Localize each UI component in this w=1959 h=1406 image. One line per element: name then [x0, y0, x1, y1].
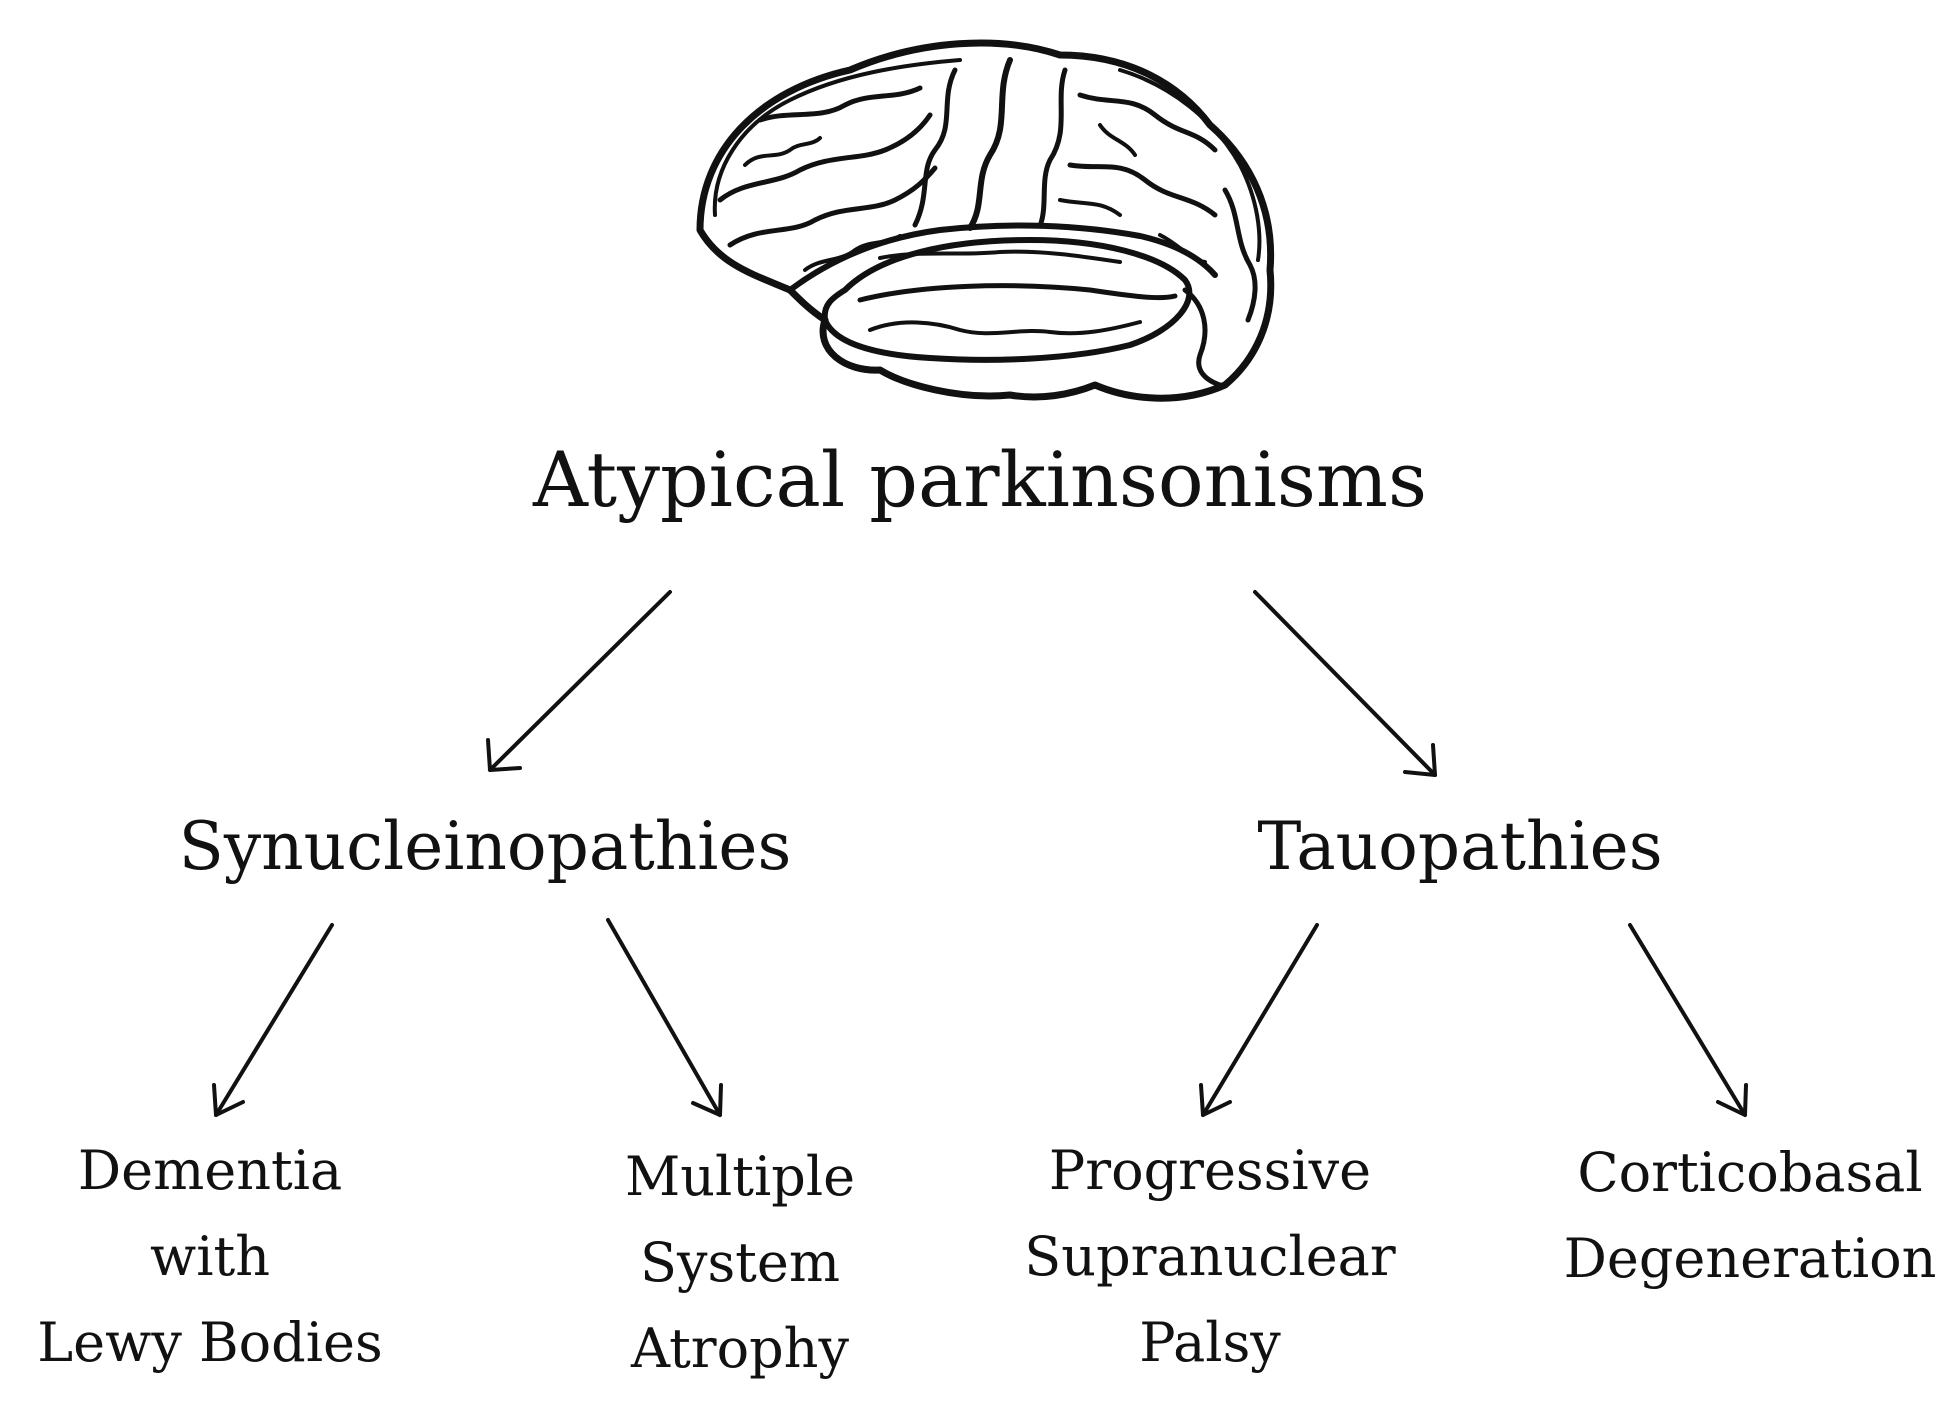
leaf-line: Degeneration	[1563, 1227, 1937, 1290]
central-sulcus	[967, 57, 1013, 231]
frontal-fold-1	[743, 136, 822, 167]
leaf-line: Progressive	[1048, 1139, 1372, 1202]
parietal-gyrus-2	[1067, 162, 1218, 218]
brain-inner-contour	[712, 58, 962, 217]
temporal-sulcus	[857, 283, 1178, 303]
frontal-gyrus-1	[717, 112, 933, 203]
temporal-fold-2	[878, 249, 1122, 264]
arrow-synucleinopathies-to-dlb	[212, 923, 334, 1117]
leaf-line: Multiple	[624, 1145, 856, 1208]
occipital-gyrus-1	[1222, 187, 1258, 323]
root-label-atypical-parkinsonisms: Atypical parkinsonisms	[532, 435, 1427, 524]
leaf-line: with	[150, 1225, 270, 1288]
temporal-fold-1	[868, 320, 1142, 336]
leaf-label-multiple-system-atrophy: Multiple System Atrophy	[540, 1134, 940, 1392]
frontal-gyrus-2	[727, 165, 938, 248]
lateral-fissure	[787, 222, 1218, 293]
parietal-gyrus-1	[1077, 92, 1218, 153]
leaf-label-progressive-supranuclear-palsy: Progressive Supranuclear Palsy	[1000, 1128, 1420, 1386]
leaf-line: System	[639, 1231, 841, 1294]
arrow-tauopathies-to-cbd	[1628, 923, 1748, 1117]
leaf-line: Lewy Bodies	[37, 1311, 383, 1374]
brain-outline	[696, 39, 1275, 402]
occipital-gyrus-2	[1182, 287, 1223, 388]
leaf-label-corticobasal-degeneration: Corticobasal Degeneration	[1540, 1130, 1959, 1302]
frontal-fold-2	[803, 234, 902, 272]
postcentral-sulcus	[1037, 67, 1068, 229]
leaf-line: Dementia	[77, 1139, 343, 1202]
temporal-lobe	[821, 237, 1193, 363]
parietal-fold-1	[1098, 123, 1137, 157]
occipital-fold	[1158, 233, 1207, 264]
arrow-tauopathies-to-psp	[1199, 923, 1319, 1117]
leaf-line: Supranuclear	[1024, 1225, 1396, 1288]
branch-label-tauopathies: Tauopathies	[1257, 808, 1663, 885]
arrow-synucleinopathies-to-msa	[606, 918, 723, 1117]
precentral-sulcus	[912, 67, 958, 228]
leaf-label-dementia-with-lewy-bodies: Dementia with Lewy Bodies	[10, 1128, 410, 1386]
brain-inner-contour-2	[1118, 68, 1262, 262]
parietal-fold-2	[1058, 198, 1122, 217]
leaf-line: Atrophy	[631, 1317, 849, 1380]
arrow-root-to-synucleinopathies	[486, 590, 672, 772]
branch-label-synucleinopathies: Synucleinopathies	[178, 808, 792, 885]
frontal-gyrus-3	[757, 85, 923, 123]
leaf-line: Corticobasal	[1577, 1141, 1923, 1204]
leaf-line: Palsy	[1139, 1311, 1281, 1374]
arrow-root-to-tauopathies	[1253, 590, 1437, 777]
